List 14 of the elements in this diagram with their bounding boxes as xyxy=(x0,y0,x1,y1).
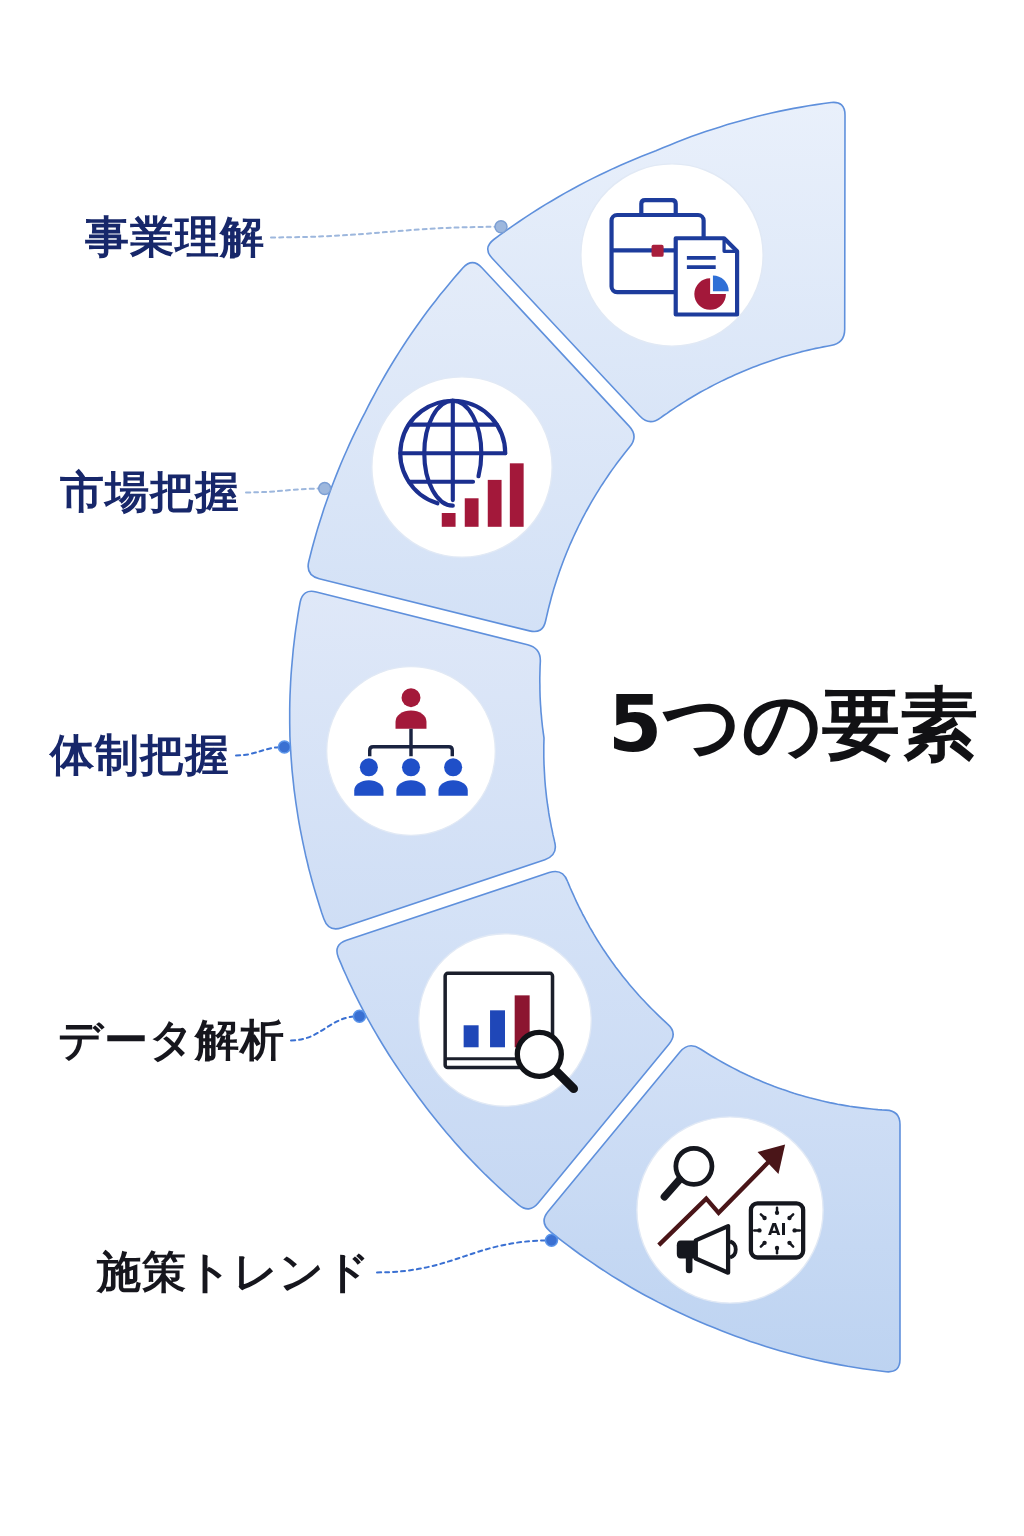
category-label: データ解析 xyxy=(58,1014,285,1067)
leader-line xyxy=(376,1233,559,1274)
arc-segment xyxy=(287,589,557,930)
leader-line xyxy=(245,481,332,496)
category-label: 市場把握 xyxy=(60,466,240,519)
category-label: 事業理解 xyxy=(85,211,265,264)
chip-text: AI xyxy=(768,1222,787,1239)
leader-line xyxy=(290,1009,367,1042)
title-heading: 5つの要素 xyxy=(608,678,979,771)
leader-line xyxy=(235,740,292,757)
leader-line xyxy=(270,220,508,239)
arc-segment xyxy=(546,1047,903,1374)
category-label: 施策トレンド xyxy=(97,1246,371,1299)
category-label: 体制把握 xyxy=(50,729,230,782)
